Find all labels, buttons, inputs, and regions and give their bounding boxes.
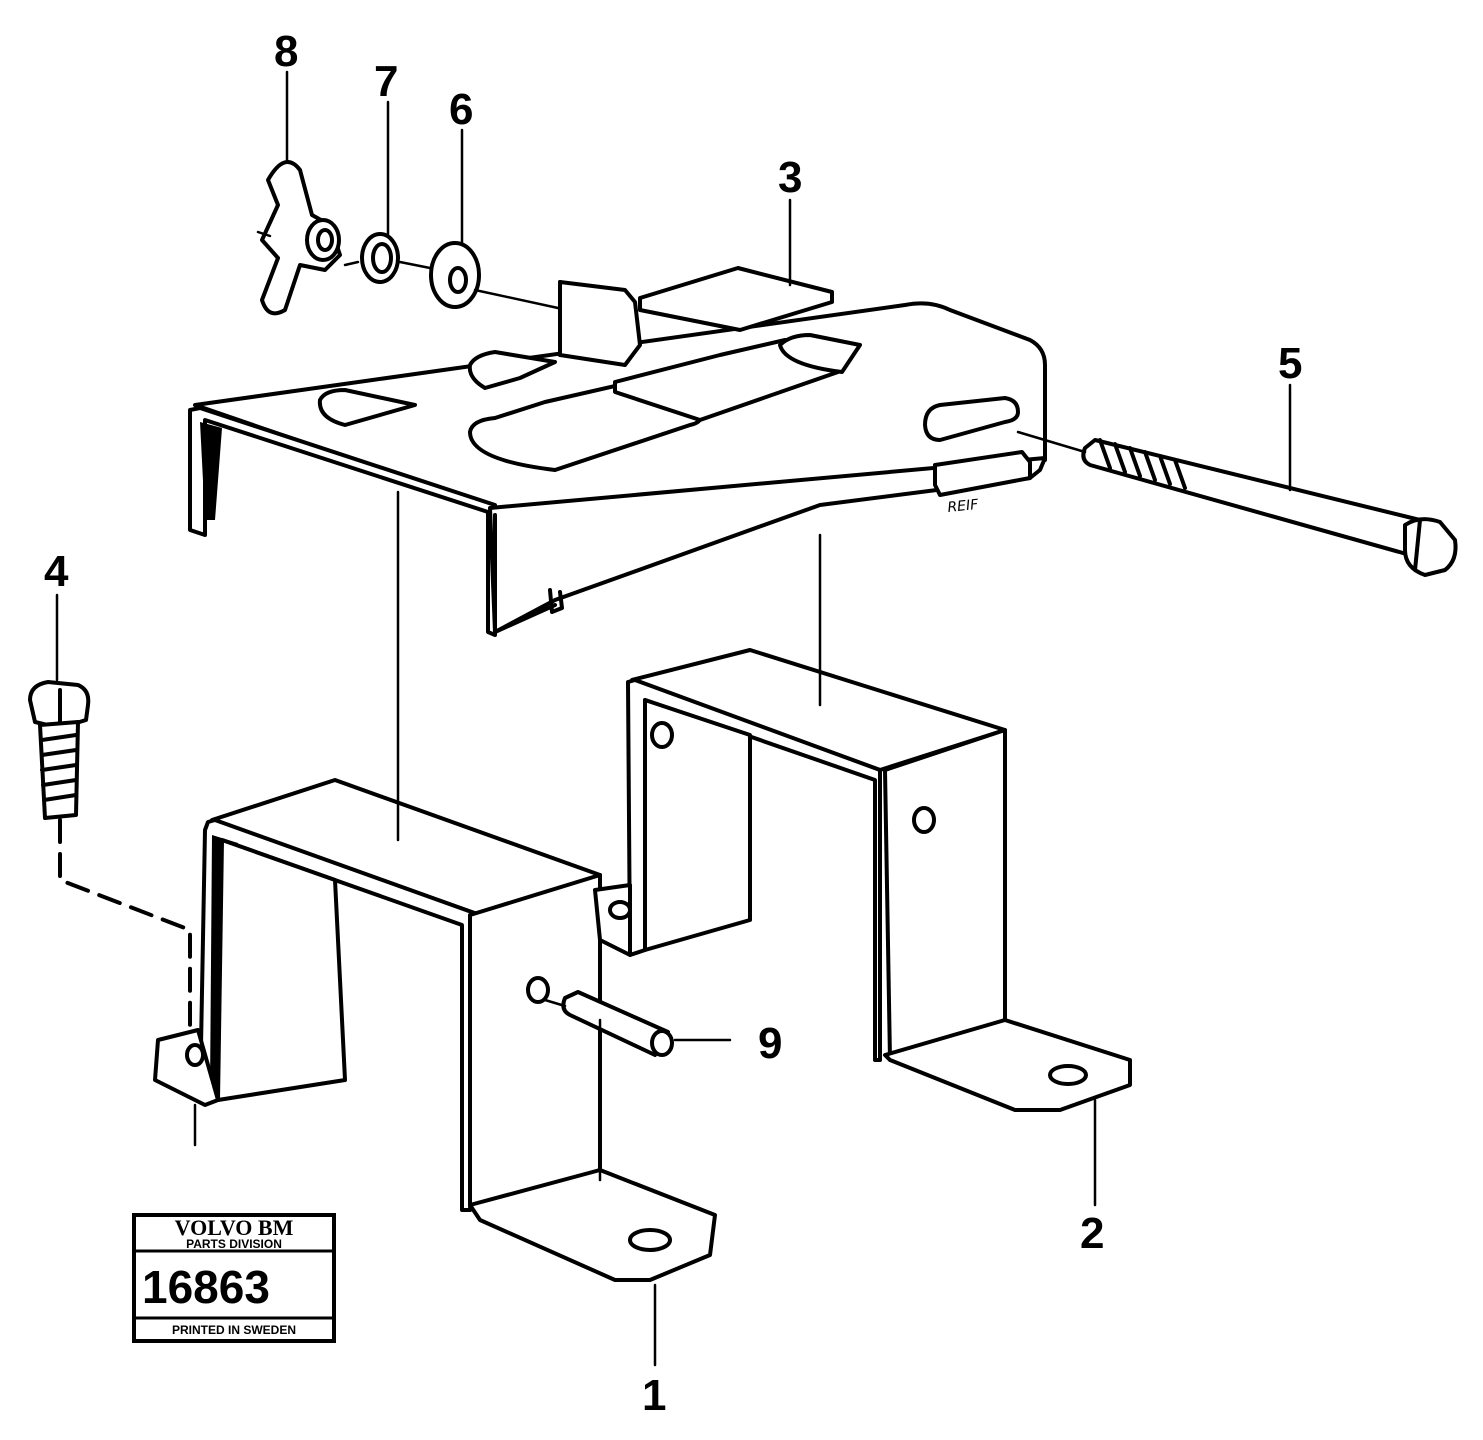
callout-9: 9 <box>758 1019 782 1068</box>
label-number: 16863 <box>142 1261 270 1313</box>
volvo-parts-label: VOLVO BM PARTS DIVISION 16863 PRINTED IN… <box>132 1213 336 1343</box>
hex-bolt-part-4 <box>28 680 91 820</box>
flat-washer-part-6 <box>429 241 481 309</box>
wing-nut-part-8 <box>256 160 342 316</box>
assembly-lines <box>55 70 1292 1367</box>
label-brand: VOLVO BM <box>175 1215 294 1240</box>
callout-4: 4 <box>44 547 69 596</box>
handwritten-mark: REIF <box>947 497 980 516</box>
long-bolt-part-5 <box>1081 438 1458 577</box>
bracket-part-1 <box>153 778 717 1282</box>
callout-5: 5 <box>1278 339 1302 388</box>
top-bracket-plate <box>188 266 1047 637</box>
callout-8: 8 <box>274 27 298 76</box>
callout-1: 1 <box>642 1371 666 1420</box>
callout-7: 7 <box>374 57 398 106</box>
callout-2: 2 <box>1080 1209 1104 1258</box>
lock-washer-part-7 <box>360 232 400 284</box>
bracket-part-2 <box>593 648 1132 1112</box>
callout-3: 3 <box>778 153 802 202</box>
label-division: PARTS DIVISION <box>186 1237 282 1251</box>
callout-6: 6 <box>449 85 473 134</box>
roll-pin-part-9 <box>543 990 674 1057</box>
label-printed: PRINTED IN SWEDEN <box>172 1323 296 1337</box>
